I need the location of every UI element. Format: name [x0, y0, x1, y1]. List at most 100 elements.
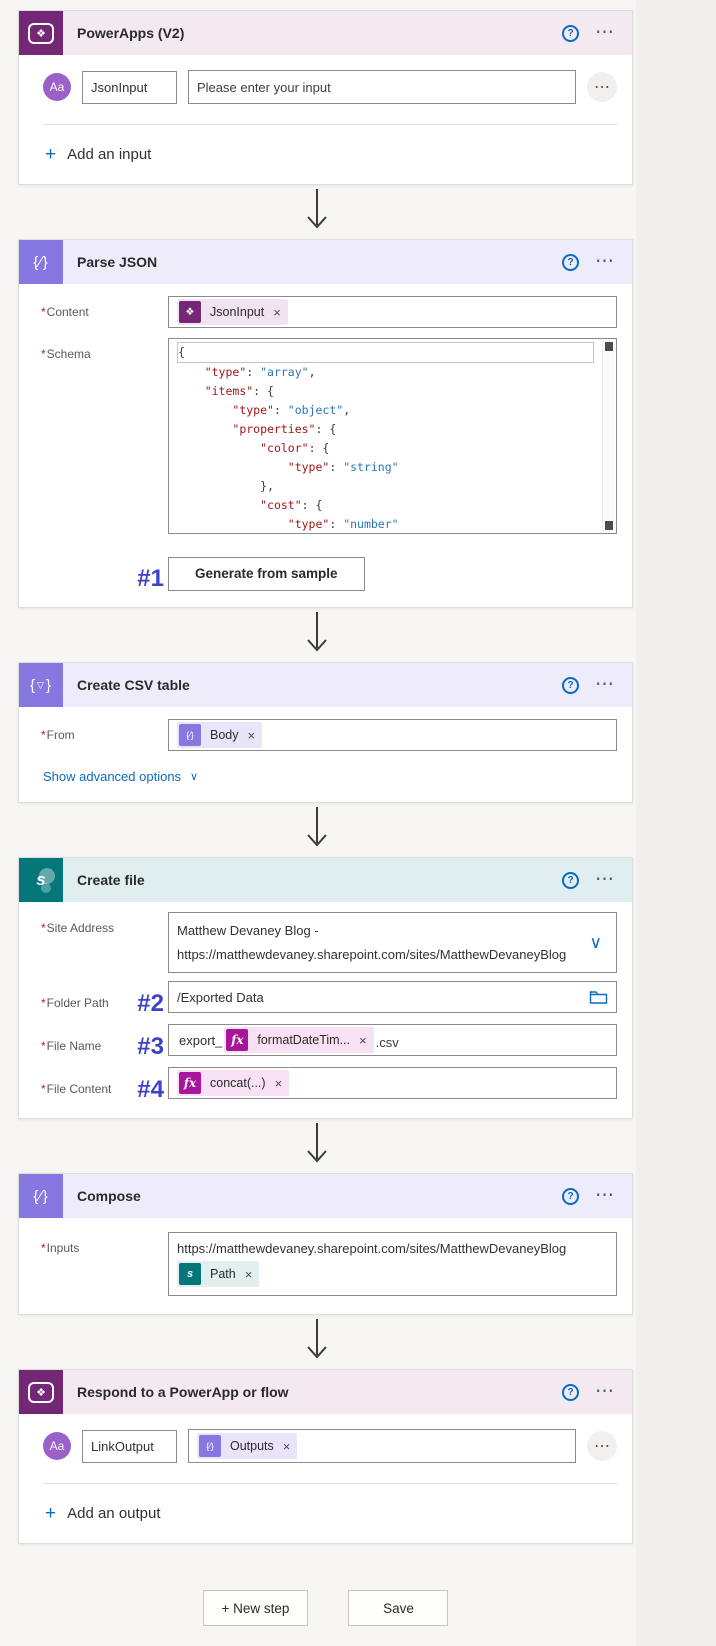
- connector-arrow: [0, 608, 633, 662]
- folder-path-field[interactable]: /Exported Data: [168, 981, 617, 1013]
- remove-token-icon[interactable]: ×: [274, 1075, 283, 1091]
- scrollbar[interactable]: [602, 340, 615, 532]
- card-create-file: s Create file ? ⋯ *Site Address Matthew …: [18, 857, 633, 1119]
- card-title: Parse JSON: [77, 254, 158, 270]
- concat-expression-token[interactable]: fx concat(...) ×: [177, 1070, 290, 1096]
- compose-icon: {∕}: [199, 1435, 221, 1457]
- annotation-3: #3: [137, 1033, 164, 1060]
- connector-arrow: [0, 803, 633, 857]
- menu-icon[interactable]: ⋯: [595, 1381, 614, 1402]
- help-icon[interactable]: ?: [562, 1187, 579, 1205]
- site-address-dropdown[interactable]: Matthew Devaney Blog - https://matthewde…: [168, 912, 617, 973]
- new-step-button[interactable]: + New step: [202, 1590, 309, 1626]
- card-title: Compose: [77, 1188, 141, 1204]
- menu-icon[interactable]: ⋯: [595, 251, 614, 272]
- from-field[interactable]: {∕} Body ×: [168, 719, 617, 751]
- create-csv-card-header[interactable]: {▽} Create CSV table ? ⋯: [19, 663, 632, 707]
- text-input-type-icon: Aa: [43, 73, 71, 101]
- annotation-1: #1: [137, 565, 164, 592]
- site-address-label: *Site Address: [41, 921, 115, 935]
- remove-token-icon[interactable]: ×: [244, 1266, 253, 1282]
- file-content-field[interactable]: fx concat(...) ×: [168, 1067, 617, 1099]
- parse-json-icon: {∕}: [19, 240, 63, 284]
- folder-path-label: *Folder Path #2: [41, 990, 164, 1017]
- page-right-gutter: [636, 0, 716, 1646]
- output-options-button[interactable]: ⋯: [587, 1431, 617, 1461]
- generate-from-sample-button[interactable]: Generate from sample: [168, 556, 365, 591]
- powerapps-icon: ❖: [19, 1370, 63, 1414]
- add-input-button[interactable]: + Add an input: [45, 144, 152, 165]
- connector-arrow: [0, 1119, 633, 1173]
- chevron-down-icon[interactable]: ∨: [589, 932, 602, 952]
- trigger-card-header[interactable]: ❖ PowerApps (V2) ? ⋯: [19, 11, 632, 55]
- parse-json-card-header[interactable]: {∕} Parse JSON ? ⋯: [19, 240, 632, 284]
- parse-json-icon: {∕}: [179, 724, 201, 746]
- flow-designer-canvas: ❖ PowerApps (V2) ? ⋯ Aa Please enter you…: [0, 10, 716, 1646]
- inputs-field[interactable]: https://matthewdevaney.sharepoint.com/si…: [168, 1232, 617, 1296]
- schema-editor[interactable]: { "type": "array", "items": { "type": "o…: [168, 338, 617, 534]
- create-file-card-header[interactable]: s Create file ? ⋯: [19, 858, 632, 902]
- output-name-field[interactable]: [82, 1429, 177, 1463]
- compose-icon: {∕}: [19, 1174, 63, 1218]
- content-label: *Content: [41, 305, 89, 319]
- help-icon[interactable]: ?: [562, 24, 579, 42]
- create-csv-icon: {▽}: [19, 663, 63, 707]
- menu-icon[interactable]: ⋯: [595, 674, 614, 695]
- path-token[interactable]: s Path ×: [177, 1261, 260, 1287]
- respond-card-header[interactable]: ❖ Respond to a PowerApp or flow ? ⋯: [19, 1370, 632, 1414]
- text-output-type-icon: Aa: [43, 1432, 71, 1460]
- content-field[interactable]: ❖ JsonInput ×: [168, 296, 617, 328]
- card-create-csv-table: {▽} Create CSV table ? ⋯ *From {∕} Body …: [18, 662, 633, 803]
- card-compose: {∕} Compose ? ⋯ *Inputs https://matthewd…: [18, 1173, 633, 1315]
- schema-label: *Schema: [41, 347, 91, 361]
- menu-icon[interactable]: ⋯: [595, 22, 614, 43]
- folder-picker-icon[interactable]: [589, 990, 608, 1005]
- annotation-2: #2: [137, 990, 164, 1017]
- outputs-token[interactable]: {∕} Outputs ×: [197, 1433, 298, 1459]
- chevron-down-icon: ∨: [190, 771, 199, 783]
- scrollbar-thumb[interactable]: [605, 342, 613, 351]
- connector-arrow: [0, 185, 633, 239]
- input-value-field[interactable]: Please enter your input: [188, 70, 576, 104]
- file-content-label: *File Content #4: [41, 1076, 164, 1103]
- plus-icon: +: [45, 144, 57, 165]
- help-icon[interactable]: ?: [562, 1383, 579, 1401]
- compose-card-header[interactable]: {∕} Compose ? ⋯: [19, 1174, 632, 1218]
- body-token[interactable]: {∕} Body ×: [177, 722, 263, 748]
- help-icon[interactable]: ?: [562, 871, 579, 889]
- remove-token-icon[interactable]: ×: [273, 304, 281, 320]
- input-options-button[interactable]: ⋯: [587, 72, 617, 102]
- card-title: Respond to a PowerApp or flow: [77, 1384, 289, 1400]
- inputs-label: *Inputs: [41, 1241, 80, 1255]
- card-parse-json: {∕} Parse JSON ? ⋯ *Content ❖ JsonInput …: [18, 239, 633, 608]
- file-name-field[interactable]: export_ fx formatDateTim... × .csv: [168, 1024, 617, 1056]
- annotation-4: #4: [137, 1076, 164, 1103]
- save-button[interactable]: Save: [348, 1590, 449, 1626]
- menu-icon[interactable]: ⋯: [595, 1185, 614, 1206]
- formatdatetime-expression-token[interactable]: fx formatDateTim... ×: [224, 1027, 374, 1053]
- powerapps-icon: ❖: [19, 11, 63, 55]
- fx-icon: fx: [179, 1072, 201, 1094]
- show-advanced-options-link[interactable]: Show advanced options ∨: [43, 769, 199, 784]
- input-name-field[interactable]: [82, 70, 177, 104]
- card-powerapps-trigger: ❖ PowerApps (V2) ? ⋯ Aa Please enter you…: [18, 10, 633, 185]
- jsoninput-token[interactable]: ❖ JsonInput ×: [177, 299, 288, 325]
- card-title: PowerApps (V2): [77, 25, 185, 41]
- card-title: Create CSV table: [77, 677, 190, 693]
- remove-token-icon[interactable]: ×: [282, 1438, 291, 1454]
- scrollbar-thumb[interactable]: [605, 521, 613, 530]
- card-title: Create file: [77, 872, 145, 888]
- add-output-button[interactable]: + Add an output: [45, 1503, 161, 1524]
- plus-icon: +: [45, 1503, 57, 1524]
- help-icon[interactable]: ?: [562, 676, 579, 694]
- remove-token-icon[interactable]: ×: [358, 1032, 367, 1048]
- card-respond-to-powerapp: ❖ Respond to a PowerApp or flow ? ⋯ Aa {…: [18, 1369, 633, 1544]
- fx-icon: fx: [226, 1029, 249, 1051]
- menu-icon[interactable]: ⋯: [595, 869, 614, 890]
- output-value-field[interactable]: {∕} Outputs ×: [188, 1429, 576, 1463]
- remove-token-icon[interactable]: ×: [247, 727, 256, 743]
- help-icon[interactable]: ?: [562, 253, 579, 271]
- powerapps-icon: ❖: [179, 301, 201, 323]
- sharepoint-icon: s: [19, 858, 63, 902]
- sharepoint-icon: s: [179, 1263, 201, 1285]
